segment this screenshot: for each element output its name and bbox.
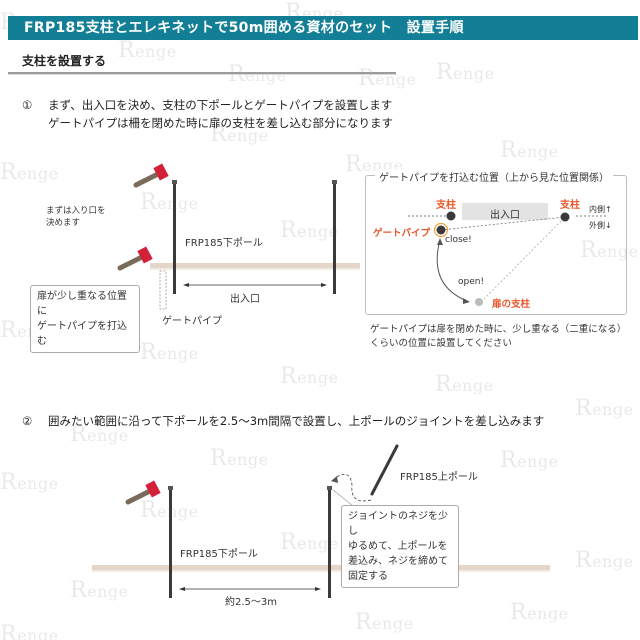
- swing-arrow: [436, 239, 468, 302]
- watermark: Renge: [70, 422, 129, 447]
- watermark: Renge: [500, 448, 559, 473]
- gate-pipe-outline: [159, 270, 167, 310]
- spacing-arrow: [179, 587, 321, 591]
- step2-text-line1: 囲みたい範囲に沿って下ポールを2.5〜3m間隔で設置し、上ポールのジョイントを差…: [48, 414, 545, 428]
- outside-label: 外側↓: [589, 221, 612, 230]
- top-view-title: ゲートパイプを打込む位置（上から見た位置関係）: [375, 169, 613, 184]
- step1-number: ①: [22, 98, 33, 112]
- door-post-label: 扉の支柱: [492, 299, 531, 310]
- step2-number: ②: [22, 414, 33, 428]
- inside-label: 内側↑: [589, 205, 612, 214]
- entrance-zone: [462, 203, 548, 220]
- lower-pole-right: [332, 180, 337, 294]
- callout-pointer: [332, 489, 353, 506]
- entrance-note-line1: まずは入り口を: [46, 206, 106, 216]
- section-heading: 支柱を設置する: [22, 54, 107, 68]
- joint-callout: ジョイントのネジを少し ゆるめて、上ポールを 差込み、ネジを締めて 固定する: [341, 505, 459, 588]
- watermark: Renge: [435, 372, 494, 397]
- upper-pole-label: FRP185上ポール: [400, 472, 478, 483]
- lower-pole-label: FRP185下ポール: [180, 549, 258, 560]
- hammer-icon: [125, 480, 161, 505]
- entrance-note-line2: 決めます: [46, 218, 81, 228]
- ground-line: [150, 263, 360, 268]
- gate-pipe-ring: [433, 222, 449, 238]
- watermark: Renge: [0, 622, 59, 640]
- watermark: Renge: [70, 578, 129, 603]
- top-view-caption: ゲートパイプは扉を閉めた時に、少し重なる（二重になる） くらいの位置に設置してく…: [370, 324, 627, 349]
- hammer-icon: [133, 163, 169, 188]
- page-title-bar: FRP185支柱とエレキネットで50m囲める資材のセット 設置手順: [8, 16, 638, 40]
- section-divider: [8, 72, 396, 75]
- watermark: Renge: [140, 190, 199, 215]
- watermark: Renge: [140, 498, 199, 523]
- watermark: Renge: [210, 122, 269, 147]
- watermark: Renge: [210, 446, 269, 471]
- watermark: Renge: [436, 60, 495, 85]
- post-right-dot: [560, 212, 570, 222]
- watermark: Renge: [118, 38, 177, 63]
- watermark: Renge: [510, 600, 569, 625]
- watermark: Renge: [280, 218, 339, 243]
- door-closed-line: [440, 216, 566, 231]
- gate-pipe-top-label: ゲートパイプ: [373, 228, 431, 239]
- close-label: close!: [445, 235, 472, 245]
- watermark: Renge: [280, 364, 339, 389]
- lower-pole-label: FRP185下ポール: [185, 238, 263, 249]
- gate-pipe-label: ゲートパイプ: [162, 316, 222, 327]
- watermark: Renge: [355, 610, 414, 635]
- ground-line: [92, 565, 550, 570]
- post-left-label: 支柱: [436, 200, 456, 211]
- watermark: Renge: [575, 396, 634, 421]
- step1-text-line1: まず、出入口を決め、支柱の下ポールとゲートパイプを設置します: [48, 98, 393, 112]
- lower-pole-right: [327, 486, 332, 598]
- door-post-dot: [475, 298, 483, 306]
- insert-arrow: [334, 473, 372, 502]
- post-left-dot: [446, 211, 456, 221]
- top-view-panel: [365, 175, 627, 315]
- watermark: Renge: [580, 238, 639, 263]
- entrance-arrow: [183, 283, 327, 287]
- watermark: Renge: [0, 470, 59, 495]
- watermark: Renge: [140, 340, 199, 365]
- gate-pipe-callout: 扉が少し重なる位置に ゲートパイプを打込む: [30, 285, 140, 353]
- upper-pole: [370, 444, 399, 496]
- page-title: FRP185支柱とエレキネットで50m囲める資材のセット 設置手順: [24, 20, 464, 36]
- entrance-label: 出入口: [230, 294, 260, 305]
- watermark: Renge: [500, 138, 559, 163]
- lower-pole-left: [168, 486, 173, 598]
- step1-text-line2: ゲートパイプは柵を閉めた時に扉の支柱を差し込む部分になります: [48, 116, 393, 130]
- post-right-label: 支柱: [560, 200, 580, 211]
- entrance-zone-label: 出入口: [490, 210, 520, 221]
- watermark: Renge: [280, 530, 339, 555]
- spacing-label: 約2.5〜3m: [225, 597, 278, 608]
- hammer-icon: [117, 246, 153, 271]
- lower-pole-left: [172, 180, 177, 294]
- open-label: open!: [458, 277, 485, 287]
- gate-pipe-dot: [436, 225, 446, 235]
- watermark: Renge: [575, 548, 634, 573]
- watermark: Renge: [0, 160, 59, 185]
